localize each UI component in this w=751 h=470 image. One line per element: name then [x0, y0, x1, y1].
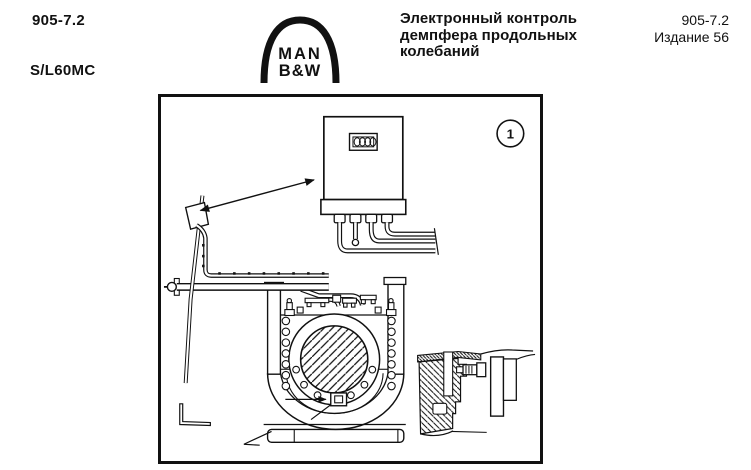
control-unit — [320, 115, 439, 255]
doc-reference: 905-7.2 Издание 56 — [654, 12, 729, 46]
figure-frame: 1 — [158, 94, 543, 464]
detail-section-view — [417, 349, 536, 437]
crankshaft-section — [280, 313, 389, 406]
man-bw-logo-icon: MAN B&W — [256, 13, 344, 85]
title-line-2: демпфера продольных — [400, 26, 578, 44]
signal-cables — [337, 222, 439, 255]
figure-callout-number: 1 — [507, 126, 515, 141]
page-title: Электронный контроль демпфера продольных… — [400, 10, 650, 61]
title-line-3: колебаний — [400, 43, 480, 60]
vibration-sensor-posts — [284, 297, 397, 317]
cable-duct — [195, 223, 329, 278]
mounting-rail — [163, 277, 329, 296]
doc-code-right: 905-7.2 — [681, 12, 729, 28]
bottom-pickup-sensor — [285, 392, 348, 421]
display-window — [348, 132, 378, 151]
sensor-bolt — [456, 362, 487, 378]
edition-label: Издание 56 — [654, 29, 729, 45]
flange-plate-rear — [502, 358, 517, 401]
logo-text-man: MAN — [278, 45, 322, 63]
housing-bolt-columns — [281, 316, 396, 391]
man-bw-logo-arch: MAN B&W — [260, 16, 340, 84]
top-piping — [284, 287, 397, 317]
title-line-1: Электронный контроль — [400, 10, 578, 27]
pointer-arrow — [199, 178, 315, 212]
cable-glands — [333, 213, 394, 224]
sensor-mast — [183, 195, 210, 384]
flange-plate-front — [489, 356, 505, 417]
damper-diagram: 1 — [163, 115, 536, 446]
section-code: 905-7.2 — [32, 12, 85, 29]
logo-text-bw: B&W — [279, 62, 321, 80]
figure-callout: 1 — [496, 119, 525, 148]
engine-model: S/L60MC — [30, 62, 96, 79]
floor-angle-bracket — [179, 403, 211, 427]
